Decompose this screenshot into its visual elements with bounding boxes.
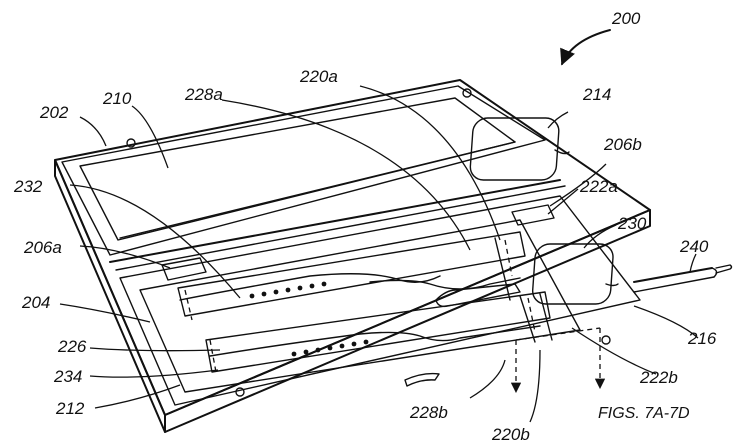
label-200: 200 bbox=[611, 9, 641, 28]
label-220b: 220b bbox=[491, 425, 530, 444]
label-212: 212 bbox=[55, 399, 85, 418]
case-outline bbox=[54, 79, 651, 433]
charger-pocket-upper bbox=[469, 117, 570, 181]
lower-tray bbox=[119, 195, 641, 406]
label-204: 204 bbox=[21, 293, 50, 312]
hinge-line-inner bbox=[115, 185, 566, 271]
label-240: 240 bbox=[679, 237, 709, 256]
label-216: 216 bbox=[687, 329, 717, 348]
label-234: 234 bbox=[53, 367, 82, 386]
label-228a: 228a bbox=[184, 85, 223, 104]
band-holes-lower bbox=[291, 339, 369, 357]
label-214: 214 bbox=[582, 85, 611, 104]
label-222a: 222a bbox=[579, 177, 618, 196]
lug-slots bbox=[494, 237, 553, 343]
label-210: 210 bbox=[102, 89, 132, 108]
watch-band-lower bbox=[205, 291, 551, 373]
label-228b: 228b bbox=[409, 403, 448, 422]
reference-arrow-200 bbox=[560, 29, 611, 66]
label-206a: 206a bbox=[23, 238, 62, 257]
hinge-tab-206a bbox=[161, 257, 207, 281]
label-222b: 222b bbox=[639, 368, 678, 387]
watch-band-upper bbox=[177, 231, 526, 321]
leader-lines bbox=[59, 85, 699, 423]
label-230: 230 bbox=[617, 214, 647, 233]
section-indicator bbox=[510, 327, 606, 394]
label-220a: 220a bbox=[299, 67, 338, 86]
charger-puck-lower bbox=[531, 243, 619, 305]
cable bbox=[633, 264, 733, 293]
hinge-tab-206b bbox=[511, 204, 555, 226]
band-holes-upper bbox=[249, 281, 327, 299]
label-206b: 206b bbox=[603, 135, 642, 154]
label-226: 226 bbox=[57, 337, 87, 356]
label-figs-7a-7d: FIGS. 7A-7D bbox=[598, 405, 690, 422]
label-232: 232 bbox=[13, 177, 43, 196]
label-202: 202 bbox=[39, 103, 69, 122]
upper-lid bbox=[61, 85, 546, 256]
hinge-line bbox=[109, 179, 561, 263]
